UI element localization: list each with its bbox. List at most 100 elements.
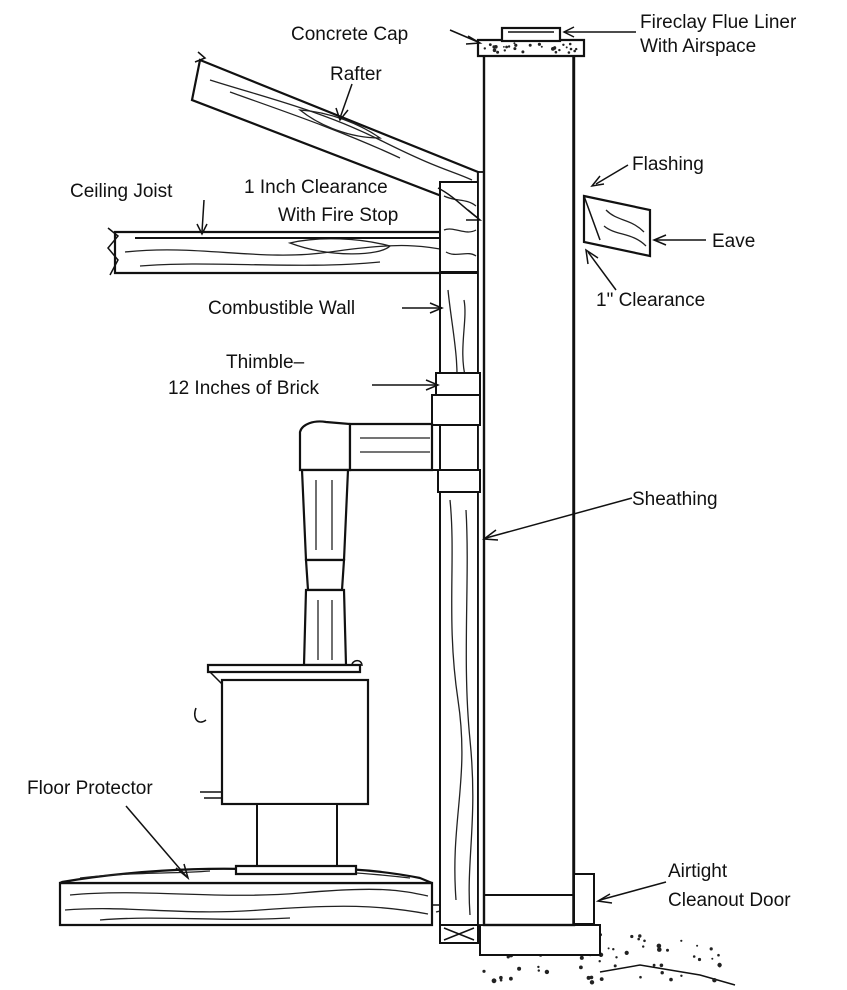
foundation — [439, 924, 601, 956]
soil-dot — [586, 975, 591, 980]
cap-dot — [507, 45, 511, 48]
wood-stove — [194, 659, 370, 876]
cap-dot — [496, 50, 500, 54]
stove-pipe — [298, 420, 434, 667]
soil-dot — [638, 934, 642, 938]
combustible-wall — [439, 272, 479, 926]
cleanout-door — [573, 873, 595, 925]
cap-dot — [567, 51, 571, 54]
label-flashing: Flashing — [632, 154, 704, 175]
soil-dot — [482, 969, 486, 973]
soil-dot — [718, 965, 721, 968]
soil-dot — [652, 963, 656, 967]
soil-dot — [509, 976, 513, 981]
label-clearance-line1: 1 Inch Clearance — [244, 177, 388, 198]
soil-dot — [642, 945, 645, 948]
soil-dot — [491, 978, 497, 984]
label-fireclay-line2: With Airspace — [640, 36, 756, 57]
soil-dot — [506, 955, 510, 959]
soil-dot — [660, 971, 664, 975]
soil-dot — [717, 953, 720, 957]
fire-stop — [439, 181, 479, 273]
label-cleanout-line2: Cleanout Door — [668, 890, 791, 911]
cap-dot — [554, 50, 558, 54]
label-ceiling-joist: Ceiling Joist — [70, 181, 173, 202]
soil-dot — [657, 947, 662, 952]
cap-dot — [537, 42, 542, 46]
cap-dot — [514, 43, 518, 47]
label-rafter: Rafter — [330, 64, 382, 85]
cap-dot — [483, 47, 486, 50]
soil-dot — [680, 939, 683, 942]
cap-dot — [553, 46, 557, 50]
label-concrete-cap: Concrete Cap — [291, 24, 408, 45]
cap-dot — [562, 43, 565, 46]
floor — [58, 881, 481, 927]
soil-dot — [709, 947, 713, 951]
label-eave: Eave — [712, 231, 755, 252]
label-one-inch-clearance: 1" Clearance — [596, 290, 705, 311]
soil-dot — [544, 969, 550, 975]
cap-dot — [492, 48, 497, 53]
cap-dot — [505, 45, 508, 49]
soil-dot — [669, 977, 673, 982]
cap-dot — [558, 48, 561, 52]
cap-dot — [494, 45, 498, 49]
soil-dot — [612, 948, 615, 951]
soil-dot — [579, 965, 583, 970]
concrete-cap — [476, 38, 586, 58]
label-thimble-line1: Thimble– — [226, 352, 305, 373]
soil-dot — [712, 978, 717, 983]
label-combustible-wall: Combustible Wall — [208, 298, 355, 319]
chimney — [482, 53, 576, 927]
soil-dot — [697, 957, 702, 962]
soil-dot — [696, 944, 699, 947]
cap-dot — [565, 46, 568, 49]
label-thimble-line2: 12 Inches of Brick — [168, 378, 320, 399]
cap-dot — [489, 44, 492, 47]
labels: Concrete Cap Fireclay Flue Liner With Ai… — [27, 12, 797, 911]
leader-lines — [125, 26, 706, 904]
cap-dot — [513, 47, 517, 51]
thimble — [431, 372, 481, 493]
soil-dot — [643, 939, 646, 943]
label-fireclay-line1: Fireclay Flue Liner — [640, 12, 797, 33]
soil-dot — [615, 956, 618, 959]
cap-dot — [575, 47, 578, 51]
soil-dot — [607, 947, 610, 950]
cap-dot — [503, 46, 505, 48]
soil-dot — [517, 966, 522, 971]
label-clearance-line2: With Fire Stop — [278, 205, 398, 226]
cap-dot — [569, 47, 573, 51]
soil-dot — [537, 965, 540, 969]
fireclay-flue-liner — [500, 26, 562, 43]
ceiling-joist — [107, 227, 480, 276]
soil-dot — [589, 980, 595, 985]
label-cleanout-line1: Airtight — [668, 861, 728, 882]
eave — [582, 194, 652, 258]
soil-dot — [613, 964, 617, 968]
label-sheathing: Sheathing — [632, 489, 718, 510]
soil-dot — [637, 937, 640, 941]
soil-dot — [599, 977, 604, 981]
soil-dot — [680, 974, 683, 977]
cap-dot — [568, 42, 572, 46]
soil-dot — [639, 975, 642, 979]
soil-dot — [666, 948, 669, 952]
soil-dot — [656, 943, 662, 949]
soil-dot — [598, 960, 601, 963]
soil-dot — [589, 975, 594, 980]
cap-dot — [503, 49, 506, 52]
soil-dot — [711, 957, 714, 960]
soil-dot — [624, 950, 629, 956]
cap-dot — [540, 45, 543, 48]
soil-dot — [579, 955, 584, 960]
cap-dot — [528, 43, 532, 47]
soil-dot — [499, 975, 503, 980]
soil-dot — [692, 955, 696, 958]
soil-dot — [499, 978, 503, 982]
cap-dot — [521, 50, 525, 54]
label-floor-protector: Floor Protector — [27, 778, 153, 799]
soil-dot — [537, 969, 540, 972]
